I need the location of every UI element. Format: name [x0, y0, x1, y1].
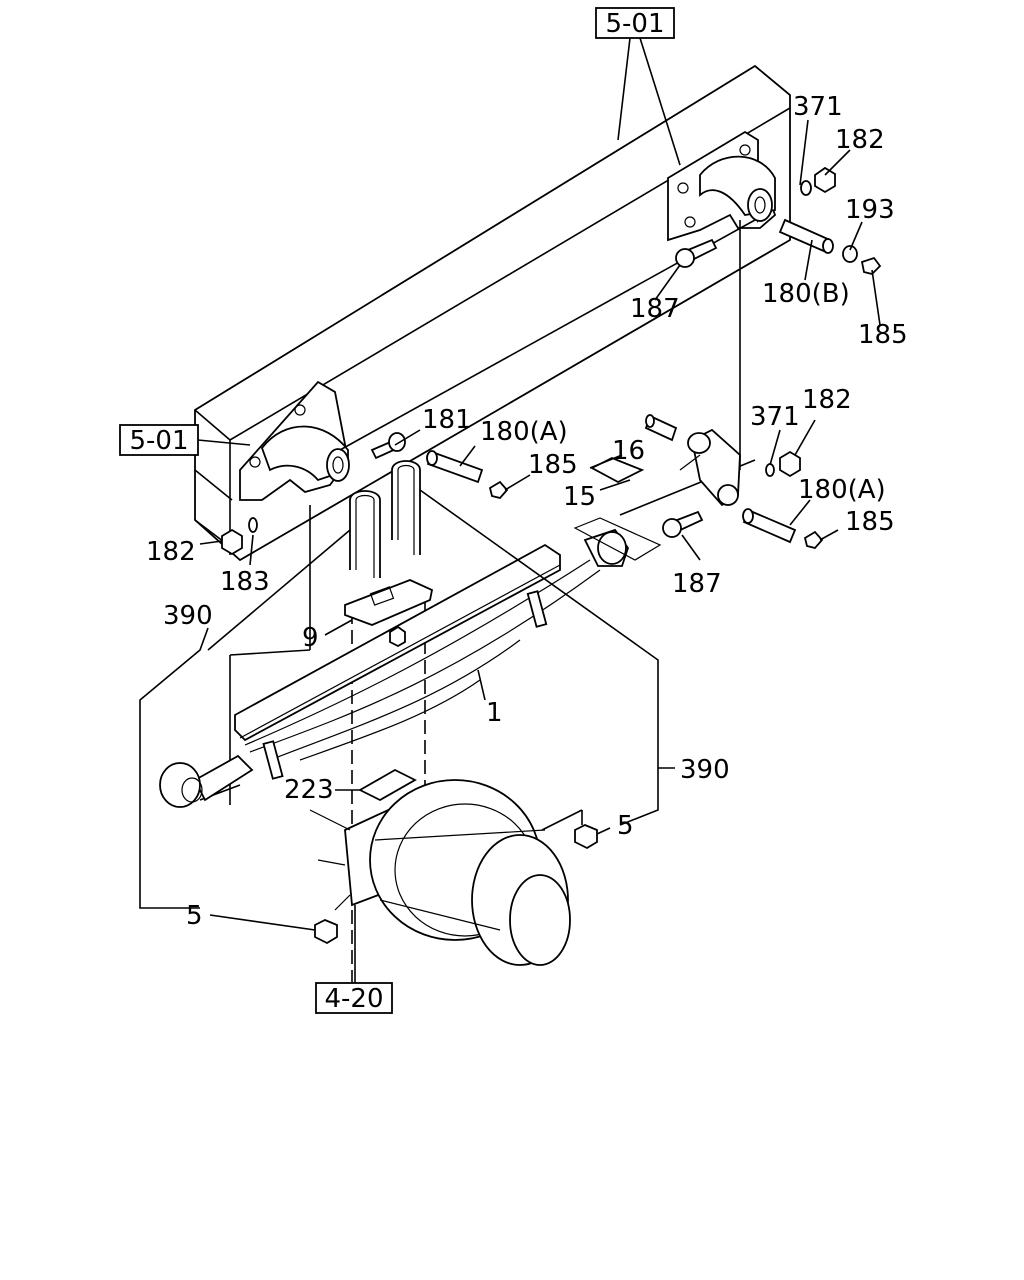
washer-icon — [765, 463, 775, 477]
label-193: 193 — [845, 195, 895, 225]
label-223: 223 — [284, 775, 334, 805]
leader-lines — [139, 37, 881, 985]
label-180a-left: 180(A) — [480, 417, 568, 447]
nut-icon — [389, 625, 406, 648]
label-182-mid: 182 — [802, 385, 852, 415]
label-182-top: 182 — [835, 125, 885, 155]
nut-icon — [574, 824, 598, 850]
front-hanger-bracket-icon — [239, 380, 350, 501]
label-182-left: 182 — [146, 537, 196, 567]
ref-box-frame-top: 5-01 — [595, 7, 675, 39]
nut-icon — [221, 528, 243, 556]
label-371-top: 371 — [793, 92, 843, 122]
leaf-spring-icon — [159, 517, 662, 808]
label-9: 9 — [302, 623, 319, 653]
plate-icon — [358, 768, 417, 802]
label-183: 183 — [220, 567, 270, 597]
nut-icon — [314, 919, 338, 945]
u-bolt-icon — [349, 460, 421, 578]
label-5-right: 5 — [617, 811, 634, 841]
label-185-top: 185 — [858, 320, 908, 350]
part-labels: 371 182 193 180(B) 185 187 181 180(A) 18… — [146, 92, 908, 931]
grease-nipple-icon — [803, 530, 824, 550]
label-187-top: 187 — [630, 294, 680, 324]
label-180b: 180(B) — [762, 279, 850, 309]
ref-box-axle: 4-20 — [315, 982, 393, 1014]
label-1: 1 — [486, 698, 503, 728]
washer-icon — [800, 180, 812, 196]
spring-seat-icon — [344, 579, 434, 626]
label-185-right: 185 — [845, 507, 895, 537]
hardware — [221, 166, 882, 945]
label-185-mid: 185 — [528, 450, 578, 480]
grease-nipple-icon — [860, 256, 882, 275]
nut-icon — [814, 166, 836, 194]
label-180a-right: 180(A) — [798, 475, 886, 505]
label-371-mid: 371 — [750, 402, 800, 432]
ref-box-frame-left: 5-01 — [119, 424, 199, 456]
label-187-mid: 187 — [672, 569, 722, 599]
rear-hanger-bracket-icon — [667, 130, 777, 242]
label-390-right: 390 — [680, 755, 730, 785]
washer-icon — [248, 517, 258, 533]
label-181: 181 — [422, 405, 472, 435]
spring-shackle-icon — [679, 428, 741, 507]
grease-nipple-icon — [488, 480, 509, 500]
label-390-left: 390 — [163, 601, 213, 631]
axle-hub-drum-icon — [309, 779, 571, 966]
ref-axle: 4-20 — [324, 984, 383, 1014]
ref-frame-top: 5-01 — [605, 9, 664, 39]
nut-icon — [779, 450, 801, 478]
ref-frame-left: 5-01 — [129, 426, 188, 456]
label-15: 15 — [563, 482, 596, 512]
label-5-left: 5 — [186, 901, 203, 931]
label-16: 16 — [612, 436, 645, 466]
grease-nipple-icon — [842, 245, 858, 263]
